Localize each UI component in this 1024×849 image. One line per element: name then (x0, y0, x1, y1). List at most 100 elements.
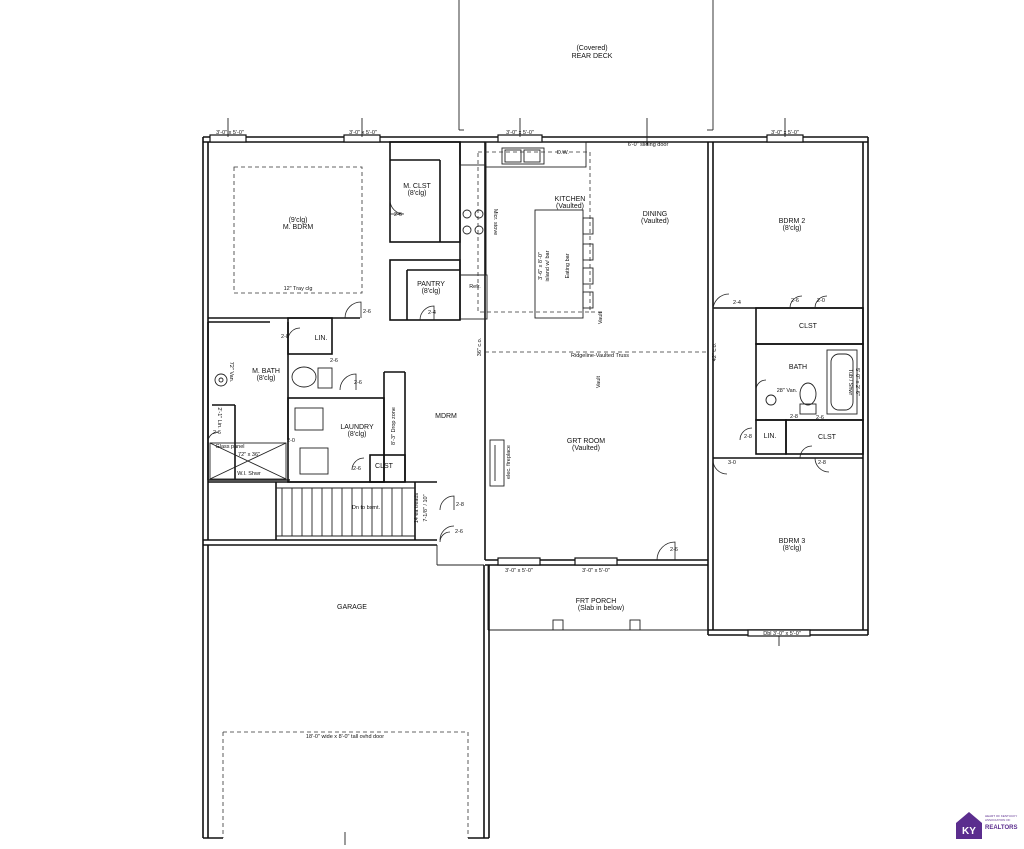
doors: 2-6 2-6 2-4 2-8 2-6 2-6 2-8 2-4 2-6 2-0 … (207, 141, 830, 561)
logo-mark: KY (962, 826, 976, 837)
clst-hall-label: CLST (818, 434, 837, 441)
stair-treads (276, 487, 415, 537)
rear-deck-label-1: (Covered) (576, 45, 607, 52)
window-label-5: 3'-0" x 5'-0" (505, 568, 533, 574)
door-label-16: 2-6 (330, 358, 338, 364)
linen-small-note: 2'-1" Lin. (216, 407, 222, 429)
window-label-3: 3'-0" x 5'-0" (506, 130, 534, 136)
dining-sub: (Vaulted) (641, 218, 669, 225)
sliding-door-note: 6'-0" sliding door (628, 142, 669, 148)
lin-hall-label: LIN. (764, 433, 777, 440)
window-label-2: 3'-0" x 5'-0" (349, 130, 377, 136)
treads-note: 14 ea treads (414, 492, 420, 523)
door-label-8: 2-4 (733, 300, 741, 306)
door-label-2: 2-6 (394, 212, 402, 218)
vault-note-2: Vault (596, 375, 602, 388)
tub-note-1: Tub / Shwr (847, 369, 853, 396)
bdrm3-sub: (8'clg) (783, 545, 802, 552)
dn-bsmt-note: Dn to bsmt. (352, 505, 381, 511)
door-label-1: 2-6 (363, 309, 371, 315)
logo-brand: REALTORS (985, 825, 1017, 831)
mclst-label: M. CLST (403, 183, 431, 190)
logo-line1: HEART OF KENTUCKY (985, 814, 1017, 818)
door-label-14: 2-8 (818, 460, 826, 466)
tray-note: 12" Tray clg (284, 286, 313, 292)
interior-walls (207, 141, 864, 540)
refr-note: Refr. (469, 284, 481, 290)
hall-vanity-note: 28" Van. (777, 388, 798, 394)
laundry-label: LAUNDRY (340, 424, 374, 431)
window-label-6: 3'-0" x 5'-0" (582, 568, 610, 574)
master-toilet (291, 366, 317, 388)
riser-note: 7-1/8" / 10" (423, 494, 429, 521)
laundry-sub: (8'clg) (348, 431, 367, 438)
room-labels: KITCHEN (Vaulted) DINING (Vaulted) (9'cl… (252, 183, 837, 612)
kitchen-label: KITCHEN (555, 196, 586, 203)
hall-sink (765, 394, 777, 406)
tub-note-2: 5'-0" x 2'-6" (854, 368, 860, 396)
master-sink (214, 373, 228, 387)
pantry-sub: (8'clg) (422, 288, 441, 295)
vault-note-1: Vault (598, 311, 604, 324)
logo-line2: ASSOCIATION OF (985, 818, 1010, 822)
door-label-15: 2-6 (670, 547, 678, 553)
rear-deck-label-2: REAR DECK (572, 53, 613, 60)
mlin-label: LIN. (315, 335, 328, 342)
island-note-3: Eating bar (565, 253, 571, 278)
door-label-3: 2-4 (428, 310, 436, 316)
ridgeline-note: Ridgeline-Vaulted Truss (571, 353, 629, 359)
mbr-label: M. BDRM (283, 224, 314, 231)
door-label-18: 2-6 (213, 430, 221, 436)
dw-note: D.W. (557, 150, 569, 156)
mdrm-label: MDRM (435, 413, 457, 420)
door-label-11: 2-8 (744, 434, 752, 440)
window-label-4: 3'-0" x 5'-0" (771, 130, 799, 136)
door-label-10: 2-0 (817, 298, 825, 304)
dryer (299, 447, 329, 475)
glass-panel-note: Glass panel (215, 444, 244, 450)
window-grt-1 (497, 557, 541, 566)
washer (294, 407, 324, 431)
pantry-label: PANTRY (417, 281, 445, 288)
fireplace-note: elec. fireplace (506, 445, 512, 479)
mbr-sub: (9'clg) (289, 217, 308, 224)
door-label-17: 2-0 (287, 438, 295, 444)
kitchen-sub: (Vaulted) (556, 203, 584, 210)
door-label-12: 3-0 (728, 460, 736, 466)
house-icon (956, 812, 982, 839)
grt-room-sub: (Vaulted) (572, 445, 600, 452)
garage-door-note: 18'-0" wide x 8'-0" tall ovhd door (306, 734, 384, 740)
door-label-4: 2-8 (281, 334, 289, 340)
realtors-logo: KY HEART OF KENTUCKY ASSOCIATION OF REAL… (956, 812, 1017, 839)
bdrm2-label: BDRM 2 (779, 218, 806, 225)
grt-room-label: GRT ROOM (567, 438, 605, 445)
notes: D.W. 6'-0" sliding door Refr. 12" Tray c… (215, 142, 860, 740)
micr-stove-note: Micr. stove (492, 209, 498, 235)
porch-label: FRT PORCH (576, 598, 617, 605)
clst-bdrm2-label: CLST (799, 323, 818, 330)
door-label-6: 2-6 (353, 466, 361, 472)
door-label-13: 2-6 (816, 415, 824, 421)
mclst-sub: (8'clg) (408, 190, 427, 197)
bath-label: BATH (789, 364, 807, 371)
laundry-clst-label: CLST (375, 463, 394, 470)
window-label-1: 3'-0" x 5'-0" (216, 130, 244, 136)
co36-note: 36" c.o. (477, 337, 483, 356)
bdrm2-sub: (8'clg) (783, 225, 802, 232)
master-vanity-note: 72" Van. (228, 362, 234, 383)
window-grt-2 (574, 557, 618, 566)
fixtures (209, 366, 817, 838)
hall-toilet (799, 382, 817, 406)
island-note-1: 3'-6" x 8'-0" (538, 252, 544, 280)
island-note-2: island w/ bar (545, 250, 551, 281)
door-label-20: 2-8 (790, 414, 798, 420)
co42-note: 42" c.o. (712, 342, 718, 361)
windows: 3'-0" x 5'-0" 3'-0" x 5'-0" 3'-0" x 5'-0… (209, 118, 811, 646)
shower-size-note: 72" x 36" (238, 452, 260, 458)
garage-label: GARAGE (337, 604, 367, 611)
rear-deck: (Covered) REAR DECK (458, 0, 714, 131)
mbath-sub: (8'clg) (257, 375, 276, 382)
window-label-7: Dbl 3'-0" x 5'-0" (763, 631, 801, 637)
exterior-walls (202, 136, 869, 845)
